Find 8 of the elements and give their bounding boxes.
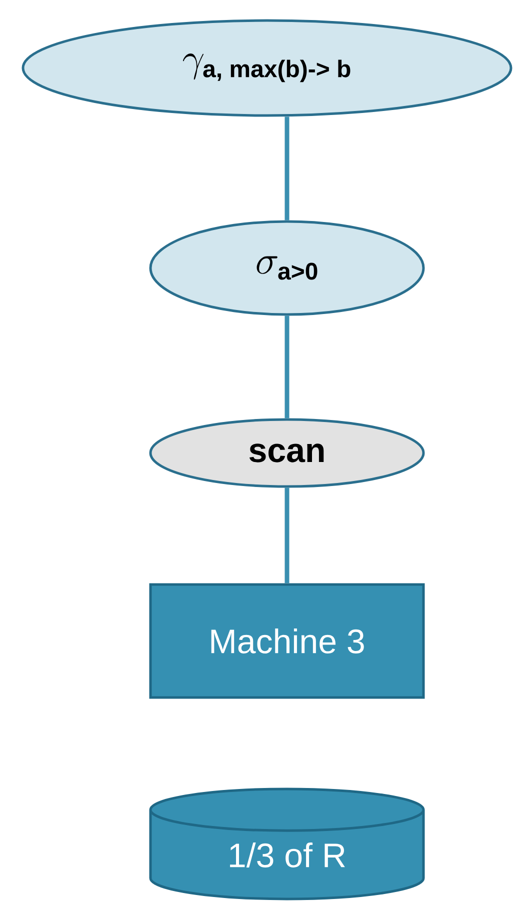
process-box: Machine 3 [149,583,425,699]
database-cylinder: 1/3 of R [149,788,425,900]
ellipse-node: scan [149,418,425,488]
ellipse-node: $\gamma_{\textbf{a, max(b)-> b}}$ [22,19,512,117]
ellipse-node: $\sigma_{\textbf{a>0}}$ [149,220,425,316]
connector-line [284,116,290,220]
connector-line [284,488,290,584]
connector-line [284,316,290,418]
